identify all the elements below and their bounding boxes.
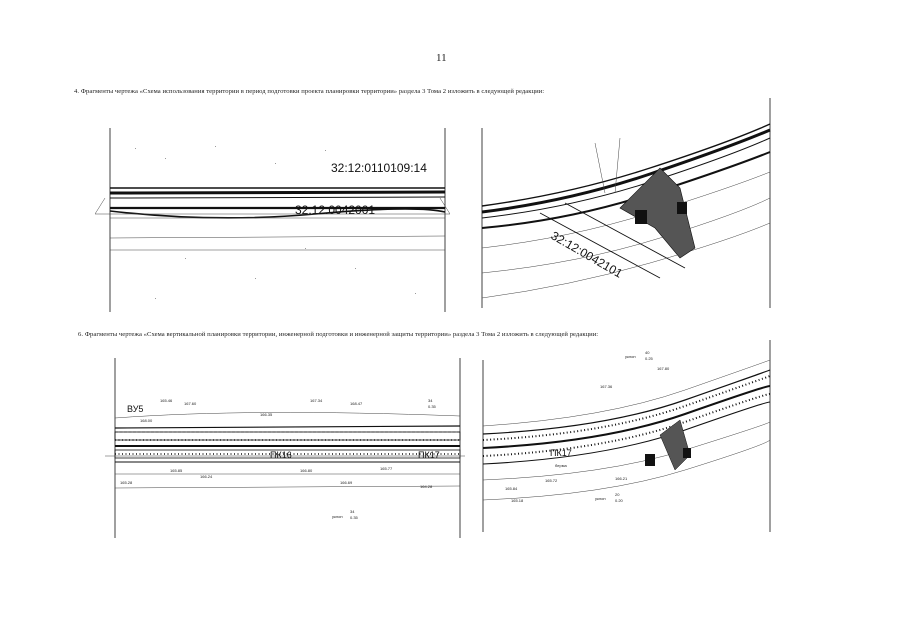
elevation-mark: 166.21	[615, 476, 628, 481]
slope-value: 34	[428, 398, 433, 403]
elevation-mark: 165.85	[170, 468, 183, 473]
elevation-mark: 164.28	[420, 484, 433, 489]
slope-unit: 0.35	[428, 404, 437, 409]
cadastral-number-mid: 32:12:0042001	[295, 203, 375, 217]
page-number: 11	[436, 52, 447, 64]
elevation-mark: 166.69	[340, 480, 353, 485]
elevation-mark: 166.80	[300, 468, 313, 473]
intersection-hatch	[619, 167, 696, 259]
slope-note: уклон	[595, 496, 606, 501]
building-block	[645, 454, 655, 466]
building-block	[635, 210, 647, 224]
section-4-caption: 4. Фрагменты чертежа «Схема использовани…	[74, 88, 545, 95]
slope-value: 20	[615, 492, 620, 497]
label-pk17-right: ПК17	[550, 448, 572, 458]
building-block	[677, 202, 687, 214]
elevation-mark: 167.36	[600, 384, 613, 389]
elevation-mark: 165.28	[120, 480, 133, 485]
elevation-mark: 168.00	[140, 418, 153, 423]
berm-note: берма	[555, 463, 567, 468]
section-6-fragment-left: ВУ5 ПК16 ПК17 165.46 167.60 167.34 166.3…	[105, 358, 465, 538]
stipple-texture	[135, 146, 416, 299]
slope-note: уклон	[332, 514, 343, 519]
cadastral-number-top: 32:12:0110109:14	[331, 161, 427, 175]
elevation-mark: 166.35	[260, 412, 273, 417]
slope-unit: 0.25	[645, 356, 654, 361]
section-6-caption: 6. Фрагменты чертежа «Схема вертикальной…	[78, 331, 599, 338]
building-block	[683, 448, 691, 458]
slope-unit: 0.35	[350, 515, 359, 520]
elevation-mark: 168.47	[350, 401, 363, 406]
section-4-fragment-right: 32:12:0042101	[481, 98, 771, 308]
elevation-mark: 167.80	[657, 366, 670, 371]
slope-value: 34	[350, 509, 355, 514]
section-6-fragment-right: ПК17 167.36 167.80 165.84 165.72 166.21 …	[482, 340, 771, 532]
elevation-mark: 165.72	[545, 478, 558, 483]
elevation-mark: 167.34	[310, 398, 323, 403]
elevation-mark: 165.77	[380, 466, 393, 471]
elevation-mark: 165.18	[511, 498, 524, 503]
intersection-hatch	[659, 419, 691, 471]
label-pk16: ПК16	[270, 450, 292, 460]
section-4-fragment-left: 32:12:0110109:14 32:12:0042001	[95, 128, 450, 312]
slope-note: уклон	[625, 354, 636, 359]
cadastral-number-diagonal: 32:12:0042101	[549, 228, 626, 280]
elevation-mark: 165.46	[160, 398, 173, 403]
slope-unit: 0.20	[615, 498, 624, 503]
elevation-mark: 166.24	[200, 474, 213, 479]
slope-value: 40	[645, 350, 650, 355]
label-pk17: ПК17	[418, 450, 440, 460]
elevation-mark: 165.84	[505, 486, 518, 491]
elevation-mark: 167.60	[184, 401, 197, 406]
label-vu5: ВУ5	[127, 404, 143, 414]
